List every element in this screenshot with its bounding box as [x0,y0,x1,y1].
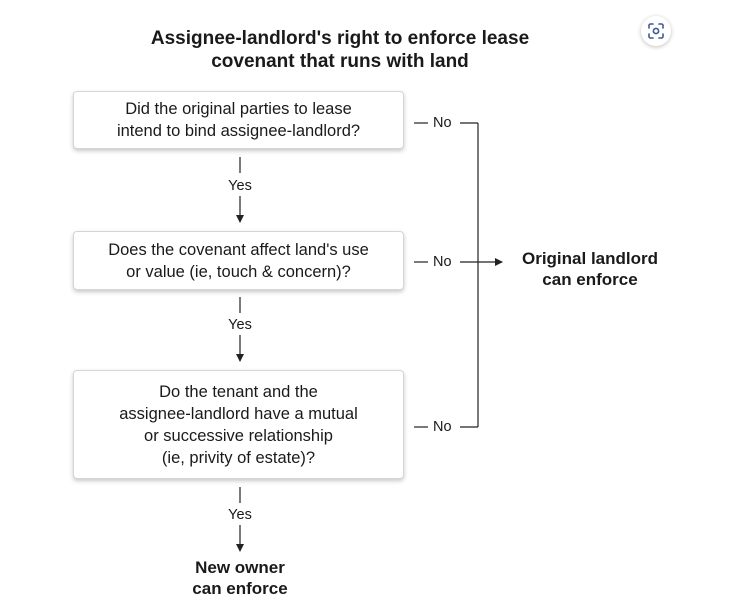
question-box-1: Did the original parties to lease intend… [73,91,404,149]
question-2-line-2: or value (ie, touch & concern)? [126,262,351,281]
outcome-new-line-1: New owner [195,558,285,577]
title-line-2: covenant that runs with land [211,51,469,72]
no-label-2: No [431,254,454,270]
outcome-new-line-2: can enforce [192,579,288,598]
question-1-line-1: Did the original parties to lease [125,100,352,118]
question-1-line-2: intend to bind assignee-landlord? [116,122,361,140]
yes-label-2: Yes [228,317,252,333]
question-3-line-1: Do the tenant and the [159,382,318,401]
outcome-original-line-1: Original landlord [521,249,658,268]
outcome-original-line-2: can enforce [542,270,638,289]
yes-label-1: Yes [228,178,252,194]
no-label-3: No [431,419,454,435]
question-box-2: Does the covenant affect land's use or v… [73,231,404,290]
question-2-line-1: Does the covenant affect land's use [108,240,369,259]
yes-label-3: Yes [228,507,252,523]
no-label-1: No [431,115,454,131]
scan-image-icon [648,23,664,39]
question-box-3: Do the tenant and the assignee-landlord … [73,370,404,479]
visual-search-button[interactable] [641,16,671,46]
question-3-line-4: (ie, privity of estate)? [161,448,316,467]
diagram-title: Assignee-landlord's right to enforce lea… [120,27,560,73]
question-3-line-3: or successive relationship [144,426,333,445]
question-3-line-2: assignee-landlord have a mutual [119,404,358,423]
outcome-new-owner: New owner can enforce [160,557,320,599]
title-line-1: Assignee-landlord's right to enforce lea… [150,28,530,49]
outcome-original-landlord: Original landlord can enforce [505,248,675,290]
